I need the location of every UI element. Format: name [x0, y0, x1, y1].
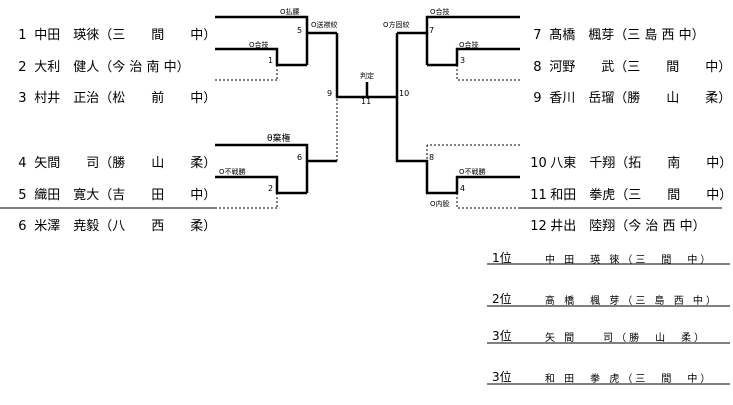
seed: 1	[18, 28, 27, 43]
player-1: 1 中田 瑛徠（三 間 中）	[10, 9, 216, 43]
player-name: 織田 寛大（吉 田 中）	[34, 188, 217, 203]
player-2: 2 大利 健人（今 治 南 中）	[10, 41, 190, 75]
player-5: 5 織田 寛大（吉 田 中）	[10, 169, 216, 203]
seed: 3	[18, 91, 27, 106]
result-m3: O合技	[459, 41, 479, 49]
match-number-7: 7	[429, 26, 435, 35]
match-number-3: 3	[460, 56, 466, 65]
seed: 10	[530, 156, 547, 171]
match-number-4: 4	[460, 184, 466, 193]
match-number-9: 9	[327, 89, 333, 98]
seed: 9	[533, 91, 542, 106]
rank-name-3b: 和 田 拳 虎（三 間 中）	[545, 374, 714, 385]
rank-name-2: 髙 橋 楓 芽（三 島 西 中）	[545, 296, 719, 307]
player-name: 和田 拳虎（三 間 中）	[550, 188, 733, 203]
match-number-10: 10	[399, 89, 410, 98]
result-m8: O内股	[430, 200, 450, 208]
seed: 11	[530, 188, 547, 203]
player-6: 6 米澤 尭毅（八 西 柔）	[10, 200, 216, 234]
player-name: 井出 陸翔（今 治 西 中）	[550, 219, 706, 234]
player-name: 中田 瑛徠（三 間 中）	[34, 28, 217, 43]
player-name: 米澤 尭毅（八 西 柔）	[34, 219, 217, 234]
result-m4: O不戦勝	[459, 168, 486, 176]
rank-place-1: 1位	[492, 251, 512, 265]
player-name: 香川 岳瑠（勝 山 柔）	[549, 91, 732, 106]
seed: 4	[18, 156, 27, 171]
player-name: 河野 武（三 間 中）	[549, 60, 732, 75]
seed: 6	[18, 219, 27, 234]
match-number-8: 8	[429, 153, 435, 162]
player-name: 村井 正治（松 前 中）	[34, 91, 217, 106]
result-m11: 判定	[360, 72, 374, 80]
match-number-2: 2	[268, 184, 274, 193]
result-m6: θ棄権	[267, 134, 291, 144]
player-8: 8 河野 武（三 間 中）	[525, 41, 731, 75]
player-7: 7 髙橋 楓芽（三 島 西 中）	[525, 9, 705, 43]
rank-name-1: 中 田 瑛 徠（三 間 中）	[545, 255, 714, 266]
seed: 2	[18, 60, 27, 75]
match-number-5: 5	[297, 26, 303, 35]
result-m5: O払腰	[280, 8, 300, 16]
seed: 12	[530, 219, 547, 234]
match-number-6: 6	[297, 153, 303, 162]
player-name: 大利 健人（今 治 南 中）	[34, 60, 190, 75]
seed: 8	[533, 60, 542, 75]
player-name: 八東 千翔（拓 南 中）	[550, 156, 733, 171]
match-number-1: 1	[268, 56, 274, 65]
player-name: 髙橋 楓芽（三 島 西 中）	[549, 28, 705, 43]
player-name: 矢間 司（勝 山 柔）	[34, 156, 217, 171]
rank-place-2: 2位	[492, 292, 512, 306]
result-m9: O送襟絞	[311, 21, 338, 29]
rank-place-3a: 3位	[492, 329, 512, 343]
result-m10: O方固絞	[383, 21, 410, 29]
match-number-11: 11	[361, 97, 372, 106]
rank-name-3a: 矢 間 司（勝 山 柔）	[545, 333, 708, 344]
result-m2: O不戦勝	[219, 168, 246, 176]
result-m1: O合技	[249, 41, 269, 49]
player-9: 9 香川 岳瑠（勝 山 柔）	[525, 72, 731, 106]
result-m7: O合技	[430, 8, 450, 16]
player-3: 3 村井 正治（松 前 中）	[10, 72, 216, 106]
seed: 5	[18, 188, 27, 203]
player-4: 4 矢間 司（勝 山 柔）	[10, 137, 216, 171]
rank-place-3b: 3位	[492, 370, 512, 384]
seed: 7	[533, 28, 542, 43]
